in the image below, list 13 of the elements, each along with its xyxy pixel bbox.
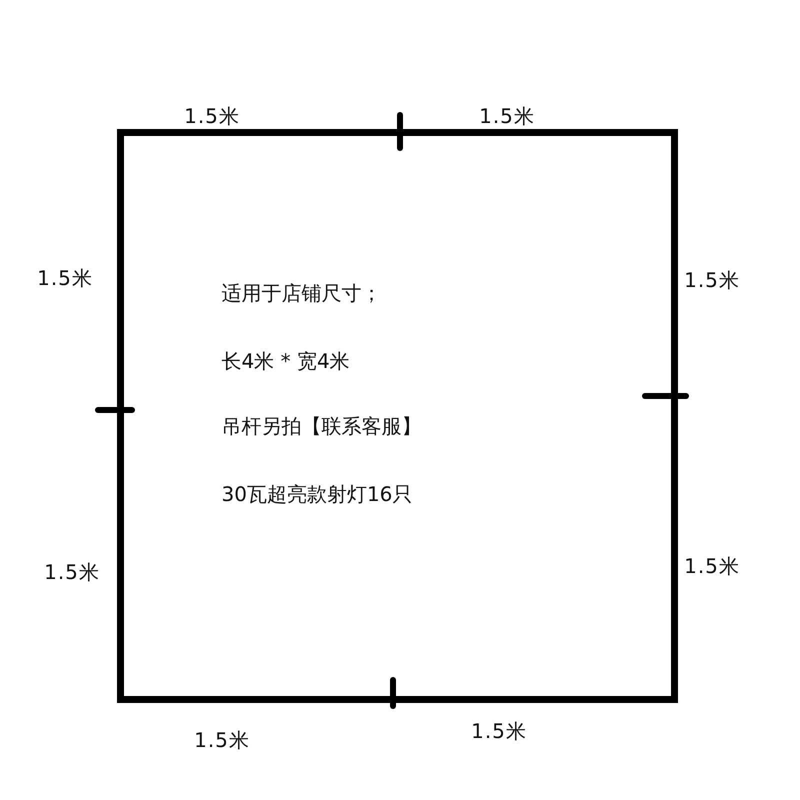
dimension-label: 1.5米: [471, 719, 527, 743]
dimension-label: 1.5米: [184, 104, 240, 128]
dimension-label: 1.5米: [684, 268, 740, 292]
dimension-label: 1.5米: [37, 266, 93, 290]
dimension-label: 1.5米: [479, 104, 535, 128]
square-outline: [116, 128, 678, 702]
note-text: 适用于店铺尺寸；: [222, 280, 382, 304]
dimension-label: 1.5米: [684, 554, 740, 578]
dimension-label: 1.5米: [44, 560, 100, 584]
note-text: 长4米 * 宽4米: [222, 348, 350, 372]
dimension-label: 1.5米: [194, 728, 250, 752]
note-text: 吊杆另拍【联系客服】: [222, 414, 422, 438]
note-text: 30瓦超亮款射灯16只: [222, 482, 412, 506]
